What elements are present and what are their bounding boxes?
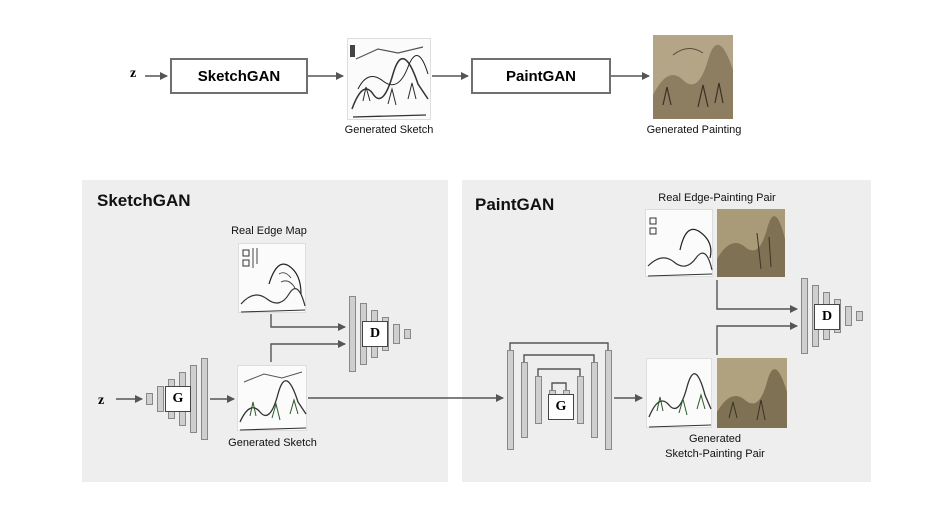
real-edge-map-caption: Real Edge Map <box>231 225 307 237</box>
paint-generator-layer <box>521 362 528 438</box>
sketch-generator-layer <box>201 358 208 440</box>
paint-generator-layer <box>535 376 542 424</box>
sketch-discriminator-layer <box>393 324 400 344</box>
generated-sketch-drawing <box>239 371 307 431</box>
paint-discriminator-layer <box>845 306 852 326</box>
real-pair-painting-image <box>717 209 785 277</box>
paint-generator-box: G <box>548 394 574 420</box>
paint-generator-layer <box>591 362 598 438</box>
sketch-generator-layer <box>157 386 164 412</box>
generated-pair-sketch-drawing <box>648 373 712 428</box>
paint-generator-layer <box>507 350 514 450</box>
generated-pair-caption-line2: Sketch-Painting Pair <box>665 448 765 460</box>
sketch-lines-drawing <box>350 45 429 118</box>
paintgan-panel-title: PaintGAN <box>475 195 555 214</box>
sketch-generated-caption: Generated Sketch <box>228 437 317 449</box>
sketch-discriminator-layer <box>349 296 356 372</box>
real-edge-map-image <box>238 243 306 313</box>
real-pair-painting-drawing <box>717 209 785 277</box>
sketch-generator-layer <box>146 393 153 405</box>
top-generated-painting-caption: Generated Painting <box>646 124 742 136</box>
top-generated-painting-image <box>653 35 733 119</box>
top-sketchgan-box: SketchGAN <box>170 58 308 94</box>
paint-discriminator-layer <box>801 278 808 354</box>
sketch-discriminator-box: D <box>362 321 388 347</box>
generated-pair-painting-image <box>717 358 787 428</box>
generated-pair-sketch-image <box>646 358 712 428</box>
generated-pair-caption-line1: Generated <box>689 433 741 445</box>
paint-generator-layer <box>577 376 584 424</box>
painting-drawing <box>653 35 733 119</box>
generated-pair-painting-drawing <box>717 358 787 428</box>
sketch-z-label: z <box>98 393 105 408</box>
real-pair-edge-image <box>645 209 713 277</box>
sketchgan-panel-title: SketchGAN <box>97 191 191 210</box>
paint-discriminator-box: D <box>814 304 840 330</box>
paint-generator-layer <box>605 350 612 450</box>
top-generated-sketch-caption: Generated Sketch <box>344 124 434 136</box>
sketch-generated-image <box>237 365 307 431</box>
paint-discriminator-layer <box>856 311 863 321</box>
top-paintgan-box: PaintGAN <box>471 58 611 94</box>
edge-map-drawing <box>240 248 306 313</box>
sketch-generator-box: G <box>165 386 191 412</box>
real-pair-edge-drawing <box>647 217 713 277</box>
real-pair-caption: Real Edge-Painting Pair <box>658 192 776 204</box>
top-z-label: z <box>130 66 137 81</box>
sketch-discriminator-layer <box>404 329 411 339</box>
top-generated-sketch-image <box>347 38 431 120</box>
